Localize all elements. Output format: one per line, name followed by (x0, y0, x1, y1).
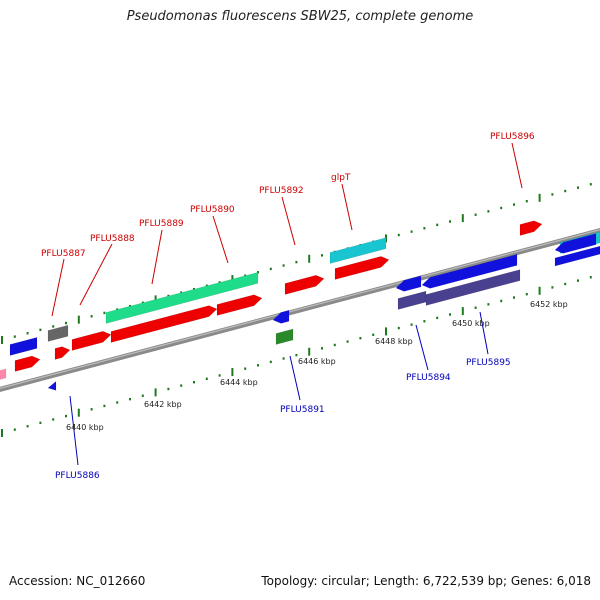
gene-label-forward: PFLU5892 (259, 186, 304, 196)
reverse-cds (554, 233, 597, 254)
rna-feature (105, 271, 259, 324)
forward-cds (14, 355, 41, 372)
forward-cds (519, 220, 543, 236)
forward-cds (110, 305, 218, 343)
label-leader (341, 183, 353, 231)
reverse-cds (554, 245, 600, 267)
tick-label: 6444 kbp (220, 378, 258, 387)
tick-label: 6452 kbp (530, 300, 568, 309)
forward-cds (334, 256, 390, 280)
forward-cds (216, 294, 263, 316)
gene-label-forward: PFLU5888 (90, 234, 135, 244)
reverse-cds (9, 337, 38, 356)
rna-feature (329, 237, 387, 264)
reverse-cds (421, 254, 518, 289)
label-leader (415, 324, 429, 371)
gene-label-forward: PFLU5887 (41, 249, 86, 259)
topology-text: Topology: circular; Length: 6,722,539 bp… (261, 574, 591, 588)
forward-cds (71, 331, 112, 351)
gene-label-forward: PFLU5890 (190, 205, 235, 215)
label-leader (479, 311, 489, 355)
gene-label-forward: glpT (331, 173, 351, 183)
reverse-cds (395, 275, 422, 292)
gene-label-forward: PFLU5889 (139, 219, 184, 229)
reverse-cds (425, 269, 521, 306)
reverse-cds (397, 290, 427, 310)
label-leader (212, 215, 229, 264)
label-leader (151, 229, 163, 285)
lower-tick-row (1, 276, 592, 437)
tick-label: 6440 kbp (66, 423, 104, 432)
other-feature (47, 324, 69, 342)
gene-label-reverse: PFLU5886 (55, 471, 100, 481)
misc-feature (0, 368, 7, 380)
label-leader (289, 355, 301, 401)
label-leader (511, 142, 523, 189)
label-leader (69, 395, 79, 466)
gene-label-reverse: PFLU5895 (466, 358, 511, 368)
label-leader (281, 196, 296, 246)
forward-cds (284, 275, 325, 295)
map-title: Pseudomonas fluorescens SBW25, complete … (126, 9, 474, 24)
tick-label: 6446 kbp (298, 357, 336, 366)
tick-label: 6450 kbp (452, 319, 490, 328)
gene-label-reverse: PFLU5891 (280, 405, 325, 415)
forward-cds (54, 346, 71, 360)
gene-label-reverse: PFLU5894 (406, 373, 451, 383)
trna-feature (275, 328, 294, 345)
tick-label: 6442 kbp (144, 400, 182, 409)
label-leader (79, 243, 113, 306)
genome-backbone-highlight (0, 229, 600, 389)
reverse-cds (47, 380, 57, 391)
tick-label: 6448 kbp (375, 337, 413, 346)
label-leader (51, 258, 65, 317)
accession-text: Accession: NC_012660 (9, 574, 146, 588)
genome-backbone (0, 228, 600, 392)
reverse-cds (272, 309, 290, 324)
gene-label-forward: PFLU5896 (490, 132, 535, 142)
